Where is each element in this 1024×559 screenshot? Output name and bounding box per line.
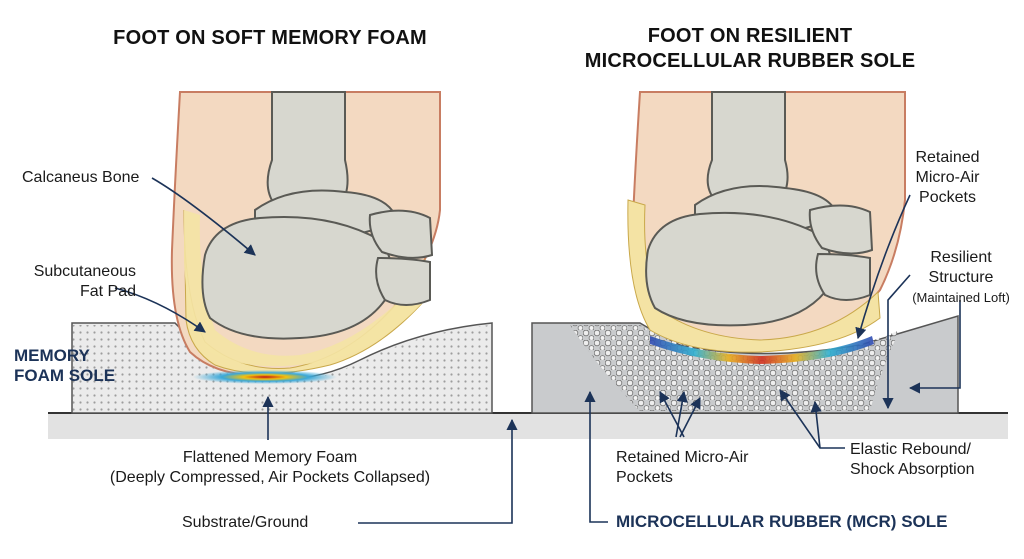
title-right: FOOT ON RESILIENT MICROCELLULAR RUBBER S…	[560, 24, 940, 74]
right-calcaneus-bone	[645, 211, 833, 327]
left-tibia-bone	[266, 91, 349, 206]
label-memory-foam-sole: MEMORY FOAM SOLE	[14, 346, 115, 386]
arrow-resilient	[882, 274, 911, 410]
label-retained-top-line1: Retained	[915, 149, 980, 166]
right-tibia-bone	[706, 91, 789, 201]
label-substrate: Substrate/Ground	[182, 514, 309, 531]
arrow-retained-bottom-2	[679, 397, 701, 438]
label-flattened-line1: Flattened Memory Foam	[182, 449, 358, 466]
arrow-retained-bottom-1	[675, 390, 688, 438]
arrow-resilient-horiz	[908, 300, 961, 394]
label-retained-top: Retained Micro-Air Pockets	[895, 148, 1000, 208]
label-memory-foam-sole-line2: FOAM SOLE	[14, 366, 116, 385]
label-flattened-foam: Flattened Memory Foam (Deeply Compressed…	[70, 448, 470, 488]
arrow-fat-pad	[114, 287, 206, 333]
title-right-line2: MICROCELLULAR RUBBER SOLE	[584, 50, 916, 72]
mcr-cell-region	[570, 325, 900, 411]
label-resilient-line3: (Maintained Loft)	[912, 290, 1010, 305]
arrow-calcaneus	[151, 177, 256, 256]
right-cuboid-bone	[815, 252, 871, 301]
left-cuboid-bone	[375, 256, 431, 306]
label-memory-foam-sole-line1: MEMORY	[14, 346, 90, 365]
label-retained-bottom: Retained Micro-Air Pockets	[616, 448, 748, 488]
arrow-substrate	[358, 418, 518, 524]
title-left: FOOT ON SOFT MEMORY FOAM	[113, 27, 427, 49]
label-fat-pad-line1: Subcutaneous	[33, 263, 136, 280]
left-navicular-bone	[368, 209, 434, 259]
left-pressure-heat	[193, 370, 337, 384]
right-pressure-heat	[650, 336, 874, 364]
leader-lines	[114, 177, 961, 524]
label-retained-bottom-line2: Pockets	[616, 469, 673, 486]
arrow-mcr	[584, 390, 608, 523]
label-rebound-line1: Elastic Rebound/	[850, 441, 971, 458]
label-calcaneus: Calcaneus Bone	[22, 169, 140, 186]
label-rebound: Elastic Rebound/ Shock Absorption	[850, 440, 975, 480]
title-right-line1: FOOT ON RESILIENT	[647, 25, 853, 47]
arrow-retained-top	[855, 194, 911, 340]
label-rebound-line2: Shock Absorption	[850, 461, 975, 478]
label-resilient-line2: Structure	[928, 269, 994, 286]
right-navicular-bone	[808, 204, 874, 255]
left-panel	[71, 91, 493, 414]
ground-substrate	[48, 413, 1008, 439]
label-flattened-line2: (Deeply Compressed, Air Pockets Collapse…	[109, 469, 431, 486]
label-resilient-line1: Resilient	[930, 249, 992, 266]
label-fat-pad: Subcutaneous Fat Pad	[18, 262, 136, 302]
label-retained-bottom-line1: Retained Micro-Air	[616, 449, 749, 466]
memory-foam-dots	[72, 325, 490, 411]
arrow-retained-bottom-3	[659, 391, 685, 438]
label-retained-top-line2: Micro-Air	[915, 169, 980, 186]
label-resilient: Resilient Structure (Maintained Loft)	[900, 248, 1022, 308]
label-retained-top-line3: Pockets	[919, 189, 976, 206]
right-panel	[531, 91, 959, 414]
label-fat-pad-line2: Fat Pad	[79, 283, 136, 300]
arrow-rebound-2	[810, 400, 822, 449]
label-mcr-sole: MICROCELLULAR RUBBER (MCR) SOLE	[616, 512, 948, 531]
